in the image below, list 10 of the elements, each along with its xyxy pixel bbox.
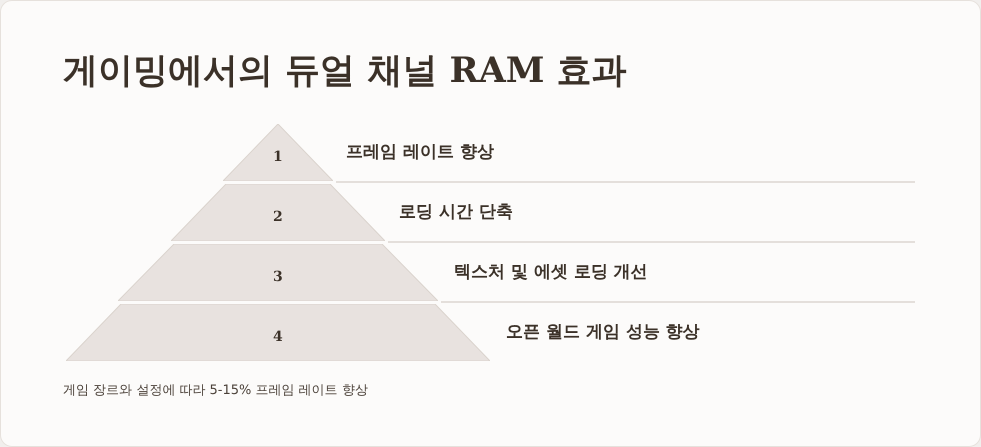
title: 게이밍에서의 듀얼 채널 RAM 효과: [63, 49, 627, 93]
level-number: 4: [273, 329, 283, 345]
level-label: 로딩 시간 단축: [399, 201, 513, 223]
level-label: 텍스처 및 에셋 로딩 개선: [454, 261, 648, 283]
caption: 게임 장르와 설정에 따라 5-15% 프레임 레이트 향상: [63, 382, 368, 399]
level-number: 3: [273, 269, 283, 285]
level-number: 1: [273, 149, 283, 165]
level-number: 2: [273, 209, 283, 225]
level-label: 프레임 레이트 향상: [346, 141, 494, 163]
level-label: 오픈 월드 게임 성능 향상: [506, 321, 700, 343]
